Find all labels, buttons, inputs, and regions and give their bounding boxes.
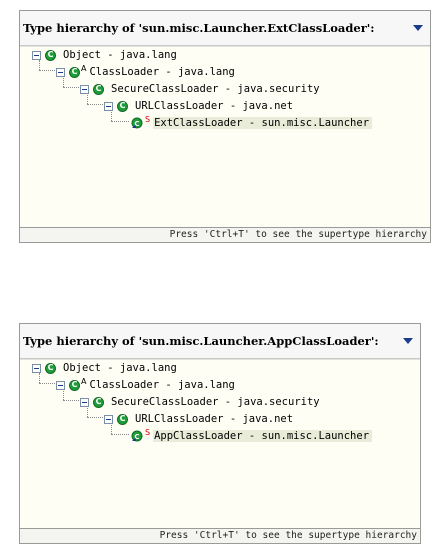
collapse-toggle-icon[interactable] <box>56 67 65 77</box>
static-badge: S <box>145 114 151 124</box>
collapse-toggle-icon[interactable] <box>56 380 65 390</box>
class-icon: C <box>69 379 80 391</box>
class-icon: C <box>69 66 80 78</box>
hierarchy-tree[interactable]: C Object - java.lang C A ClassLoader - j… <box>20 46 430 228</box>
tree-node-classloader[interactable]: C A ClassLoader - java.lang <box>56 377 235 393</box>
tree-node-extclassloader[interactable]: C S ExtClassLoader - sun.misc.Launcher <box>130 114 373 131</box>
view-menu-icon[interactable] <box>400 333 416 349</box>
collapse-toggle-icon[interactable] <box>104 414 113 424</box>
inner-class-icon: C <box>131 430 143 442</box>
abstract-badge: A <box>81 376 87 386</box>
collapse-toggle-icon[interactable] <box>80 84 89 94</box>
tree-node-label: SecureClassLoader - java.security <box>111 83 320 95</box>
tree-node-urlclassloader[interactable]: C URLClassLoader - java.net <box>104 411 293 427</box>
tree-node-classloader[interactable]: C A ClassLoader - java.lang <box>56 64 235 80</box>
collapse-toggle-icon[interactable] <box>80 397 89 407</box>
svg-text:C: C <box>134 433 139 441</box>
class-icon: C <box>45 49 56 61</box>
tree-node-label: Object - java.lang <box>63 49 177 61</box>
static-badge: S <box>145 427 151 437</box>
tree-node-secureclassloader[interactable]: C SecureClassLoader - java.security <box>80 394 320 410</box>
hierarchy-tree[interactable]: C Object - java.lang C A ClassLoader - j… <box>20 359 420 529</box>
tree-node-label: Object - java.lang <box>63 362 177 374</box>
tree-node-label: AppClassLoader - sun.misc.Launcher <box>153 430 373 442</box>
tree-node-label: ClassLoader - java.lang <box>89 379 235 391</box>
tree-node-appclassloader[interactable]: C S AppClassLoader - sun.misc.Launcher <box>130 427 373 444</box>
svg-text:C: C <box>134 120 139 128</box>
collapse-toggle-icon[interactable] <box>32 363 41 373</box>
inner-class-icon: C <box>131 117 143 129</box>
class-icon: C <box>45 362 56 374</box>
class-icon: C <box>117 413 128 425</box>
class-icon: C <box>117 100 128 112</box>
collapse-toggle-icon[interactable] <box>104 101 113 111</box>
type-hierarchy-popup-ext: Type hierarchy of 'sun.misc.Launcher.Ext… <box>19 10 431 243</box>
popup-title: Type hierarchy of 'sun.misc.Launcher.App… <box>23 334 379 348</box>
tree-node-secureclassloader[interactable]: C SecureClassLoader - java.security <box>80 81 320 97</box>
collapse-toggle-icon[interactable] <box>32 50 41 60</box>
status-hint: Press 'Ctrl+T' to see the supertype hier… <box>20 528 420 543</box>
type-hierarchy-popup-app: Type hierarchy of 'sun.misc.Launcher.App… <box>19 323 421 544</box>
popup-title: Type hierarchy of 'sun.misc.Launcher.Ext… <box>23 21 375 35</box>
tree-node-label: URLClassLoader - java.net <box>135 100 294 112</box>
view-menu-icon[interactable] <box>410 20 426 36</box>
tree-node-urlclassloader[interactable]: C URLClassLoader - java.net <box>104 98 293 114</box>
abstract-badge: A <box>81 63 87 73</box>
status-hint: Press 'Ctrl+T' to see the supertype hier… <box>20 227 430 242</box>
popup-header: Type hierarchy of 'sun.misc.Launcher.Ext… <box>20 11 430 46</box>
class-icon: C <box>93 396 104 408</box>
tree-node-label: ExtClassLoader - sun.misc.Launcher <box>153 117 373 129</box>
tree-node-label: ClassLoader - java.lang <box>89 66 235 78</box>
class-icon: C <box>93 83 104 95</box>
tree-node-object[interactable]: C Object - java.lang <box>32 360 177 376</box>
tree-node-label: SecureClassLoader - java.security <box>111 396 320 408</box>
tree-node-object[interactable]: C Object - java.lang <box>32 47 177 63</box>
tree-node-label: URLClassLoader - java.net <box>135 413 294 425</box>
popup-header: Type hierarchy of 'sun.misc.Launcher.App… <box>20 324 420 359</box>
